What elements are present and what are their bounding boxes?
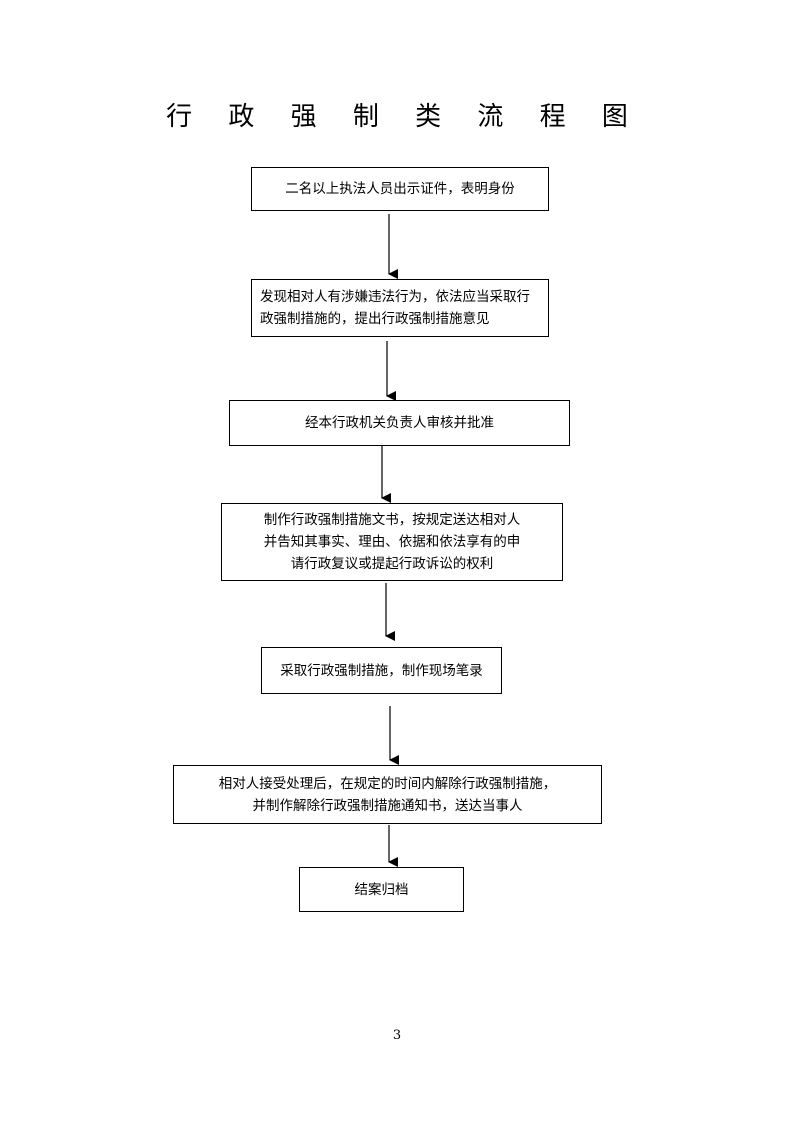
flow-step-show-credentials: 二名以上执法人员出示证件，表明身份 bbox=[251, 167, 549, 211]
flow-step-text: 并告知其事实、理由、依据和依法享有的申 bbox=[263, 534, 521, 550]
flow-step-text: 采取行政强制措施，制作现场笔录 bbox=[280, 662, 483, 679]
flow-step-text: 结案归档 bbox=[354, 881, 409, 898]
flow-step-take-measure: 采取行政强制措施，制作现场笔录 bbox=[261, 647, 502, 694]
page-title: 行 政 强 制 类 流 程 图 bbox=[166, 102, 642, 132]
flow-step-text: 经本行政机关负责人审核并批准 bbox=[305, 415, 494, 431]
flow-step-approval: 经本行政机关负责人审核并批准 bbox=[229, 400, 570, 446]
page-number: 3 bbox=[392, 1028, 402, 1043]
flow-step-release-measure: 相对人接受处理后，在规定的时间内解除行政强制措施， 并制作解除行政强制措施通知书… bbox=[173, 765, 602, 824]
flow-step-close-case: 结案归档 bbox=[299, 867, 464, 912]
flow-step-text: 发现相对人有涉嫌违法行为，依法应当采取行 bbox=[260, 289, 530, 305]
flow-step-propose-measure: 发现相对人有涉嫌违法行为，依法应当采取行 政强制措施的，提出行政强制措施意见 bbox=[251, 279, 549, 337]
flow-step-text: 并制作解除行政强制措施通知书，送达当事人 bbox=[252, 797, 523, 814]
flow-step-text: 政强制措施的，提出行政强制措施意见 bbox=[260, 311, 490, 327]
flow-step-notify-party: 制作行政强制措施文书，按规定送达相对人 并告知其事实、理由、依据和依法享有的申 … bbox=[221, 503, 563, 581]
flow-step-text: 二名以上执法人员出示证件，表明身份 bbox=[285, 181, 515, 197]
flow-step-text: 相对人接受处理后，在规定的时间内解除行政强制措施， bbox=[218, 775, 557, 792]
flow-step-text: 制作行政强制措施文书，按规定送达相对人 bbox=[263, 512, 521, 528]
flow-step-text: 请行政复议或提起行政诉讼的权利 bbox=[290, 556, 494, 572]
